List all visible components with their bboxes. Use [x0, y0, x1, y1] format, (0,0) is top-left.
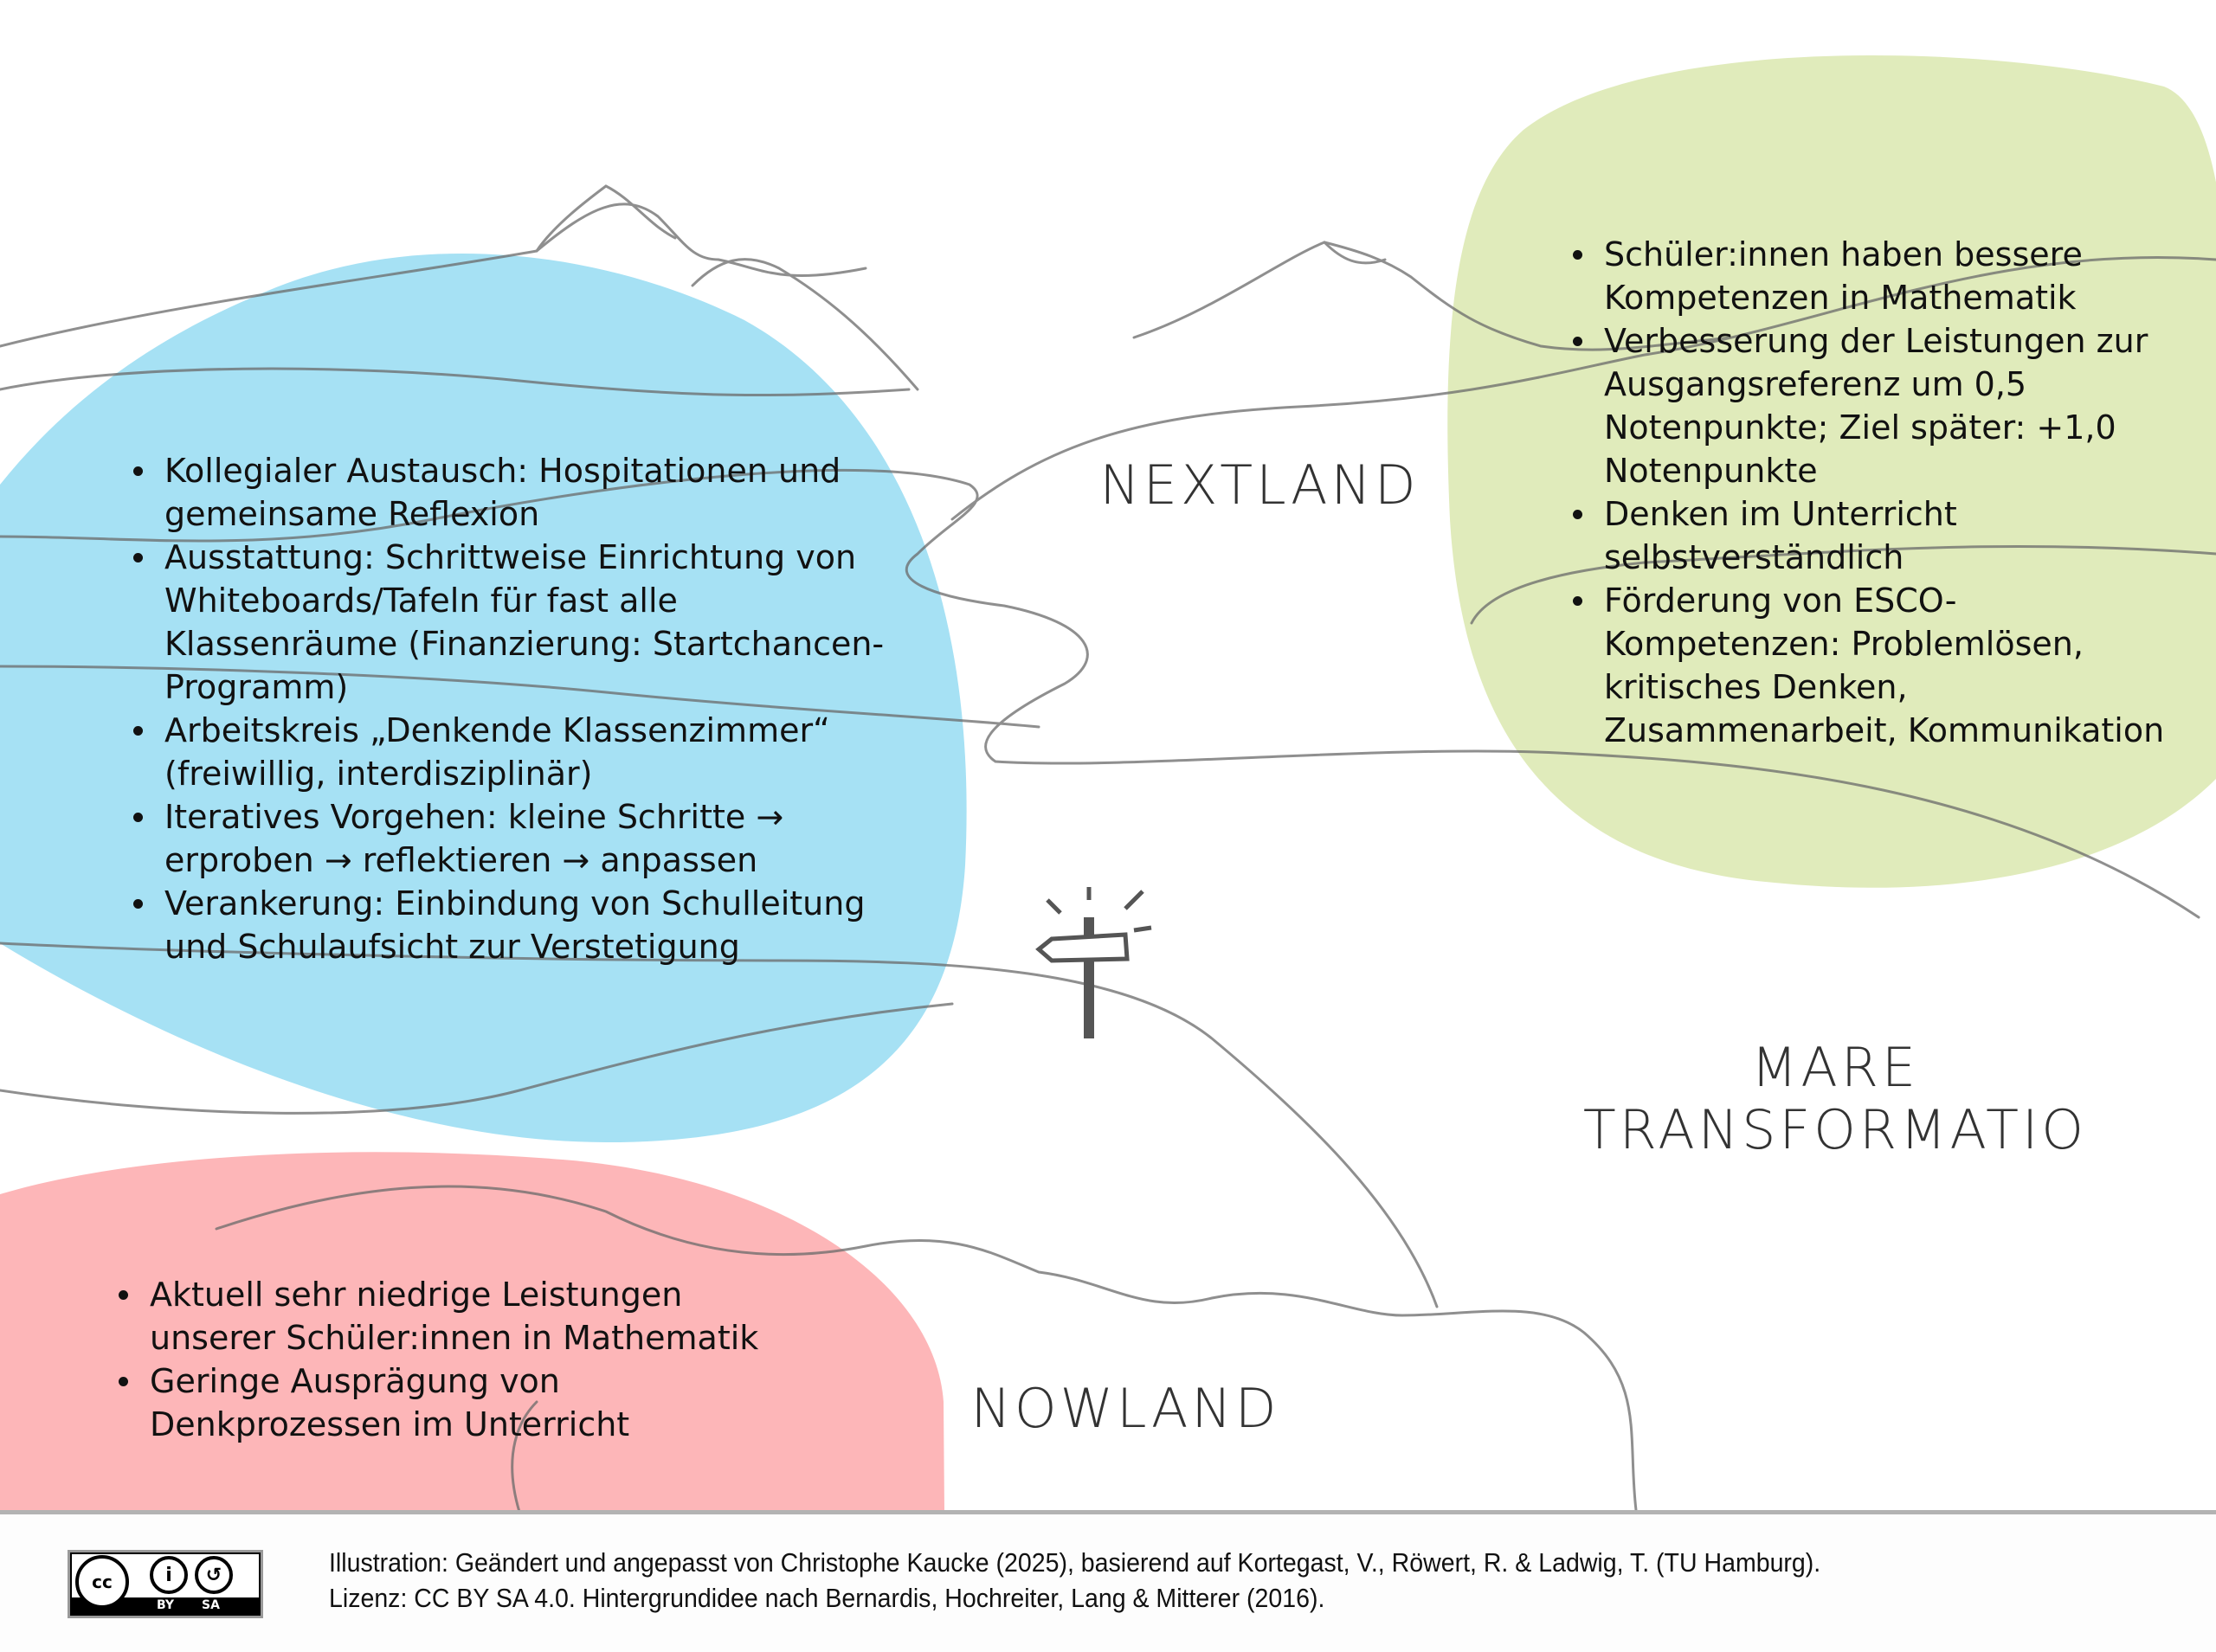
list-item: Denken im Unterricht selbstverständlich	[1573, 492, 2193, 579]
credit-line-2: Lizenz: CC BY SA 4.0. Hintergrundidee na…	[329, 1583, 1325, 1613]
list-item: Iteratives Vorgehen: kleine Schritte → e…	[133, 795, 900, 882]
list-item: Verbesserung der Leistungen zur Ausgangs…	[1573, 319, 2193, 492]
by-icon: i	[150, 1556, 188, 1594]
mare-label-line2: TRANSFORMATIO	[1582, 1098, 2088, 1161]
mare-label-line1: MARE	[1750, 1036, 1920, 1099]
list-item: Kollegialer Austausch: Hospitationen und…	[133, 449, 900, 536]
credit-line-1: Illustration: Geändert und angepasst von…	[329, 1547, 1821, 1578]
list-item: Schüler:innen haben bessere Kompetenzen …	[1573, 233, 2193, 319]
cc-by-sa-logo: cc i ↺ BY SA	[68, 1550, 263, 1618]
list-item: Geringe Ausprägung von Denkprozessen im …	[119, 1360, 808, 1446]
goals-list: Schüler:innen haben bessere Kompetenzen …	[1573, 233, 2193, 752]
measures-list: Kollegialer Austausch: Hospitationen und…	[133, 449, 900, 968]
mare-transformatio-label: MARE TRANSFORMATIO	[1558, 1037, 2112, 1161]
list-item: Arbeitskreis „Denkende Klassenzimmer“ (f…	[133, 709, 900, 795]
landscape-sketch	[0, 55, 2216, 1512]
nowland-label: NOWLAND	[970, 1377, 1280, 1440]
green-blob	[1447, 55, 2216, 888]
current-state-list: Aktuell sehr niedrige Leistungen unserer…	[119, 1273, 808, 1446]
list-item: Aktuell sehr niedrige Leistungen unserer…	[119, 1273, 808, 1360]
sa-tag: SA	[202, 1598, 220, 1612]
list-item: Ausstattung: Schrittweise Einrichtung vo…	[133, 536, 900, 709]
footer: cc i ↺ BY SA Illustration: Geändert und …	[0, 1514, 2216, 1652]
footer-divider	[0, 1510, 2216, 1514]
illustration: NEXTLAND MARE TRANSFORMATIO NOWLAND Koll…	[0, 55, 2216, 1512]
nextland-label: NEXTLAND	[1099, 453, 1420, 517]
list-item: Verankerung: Einbindung von Schulleitung…	[133, 882, 900, 968]
signpost-icon	[1035, 887, 1152, 1038]
list-item: Förderung von ESCO-Kompetenzen: Probleml…	[1573, 579, 2193, 752]
cc-icon: cc	[75, 1555, 129, 1609]
sa-icon: ↺	[195, 1556, 233, 1594]
pink-blob	[0, 1152, 944, 1512]
by-tag: BY	[157, 1598, 175, 1612]
